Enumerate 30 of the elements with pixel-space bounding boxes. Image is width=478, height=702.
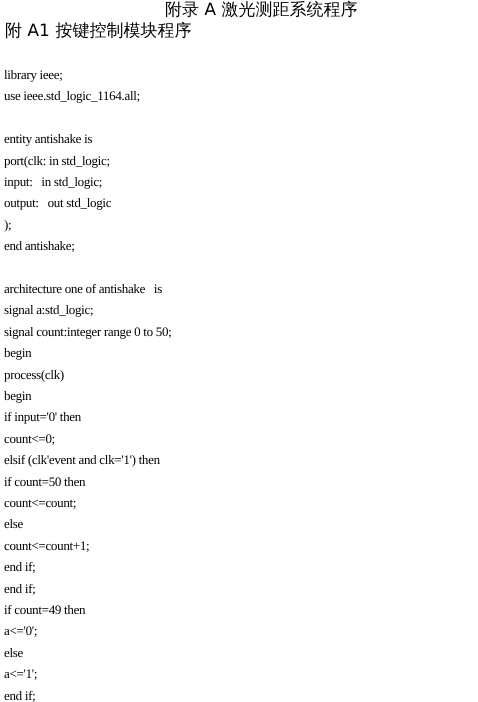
code-line: use ieee.std_logic_1164.all; [4, 89, 140, 104]
code-line: input: in std_logic; [4, 175, 102, 190]
code-line: signal a:std_logic; [4, 303, 94, 318]
code-line: count<=count; [4, 496, 76, 511]
code-line: count<=0; [4, 432, 55, 447]
code-line: begin [4, 389, 32, 404]
code-line: end if; [4, 560, 36, 576]
code-line: library ieee; [4, 68, 63, 83]
code-line: if count=49 then [4, 603, 86, 618]
section-heading: 附 A1 按键控制模块程序 [5, 22, 192, 42]
code-line: architecture one of antishake is [4, 282, 162, 297]
code-line: end if; [4, 582, 36, 597]
page-title: 附录 A 激光测距系统程序 [165, 1, 358, 21]
code-line: if input='0' then [4, 410, 81, 426]
code-line: signal count:integer range 0 to 50; [4, 324, 172, 340]
code-line: port(clk: in std_logic; [4, 154, 110, 169]
code-line: output: out std_logic [4, 196, 112, 212]
code-line: else [4, 517, 24, 532]
code-line: end antishake; [4, 239, 75, 254]
code-line: elsif (clk'event and clk='1') then [4, 453, 160, 468]
code-line: process(clk) [4, 368, 64, 383]
code-line: begin [4, 346, 32, 362]
code-line: entity antishake is [4, 132, 92, 148]
code-line: else [4, 646, 24, 661]
code-line: if count=50 then [4, 474, 86, 490]
code-line: end if; [4, 688, 36, 702]
code-line: count<=count+1; [4, 538, 90, 554]
code-line: a<='0'; [4, 624, 38, 640]
code-line: a<='1'; [4, 667, 38, 682]
code-line: ); [4, 218, 12, 233]
